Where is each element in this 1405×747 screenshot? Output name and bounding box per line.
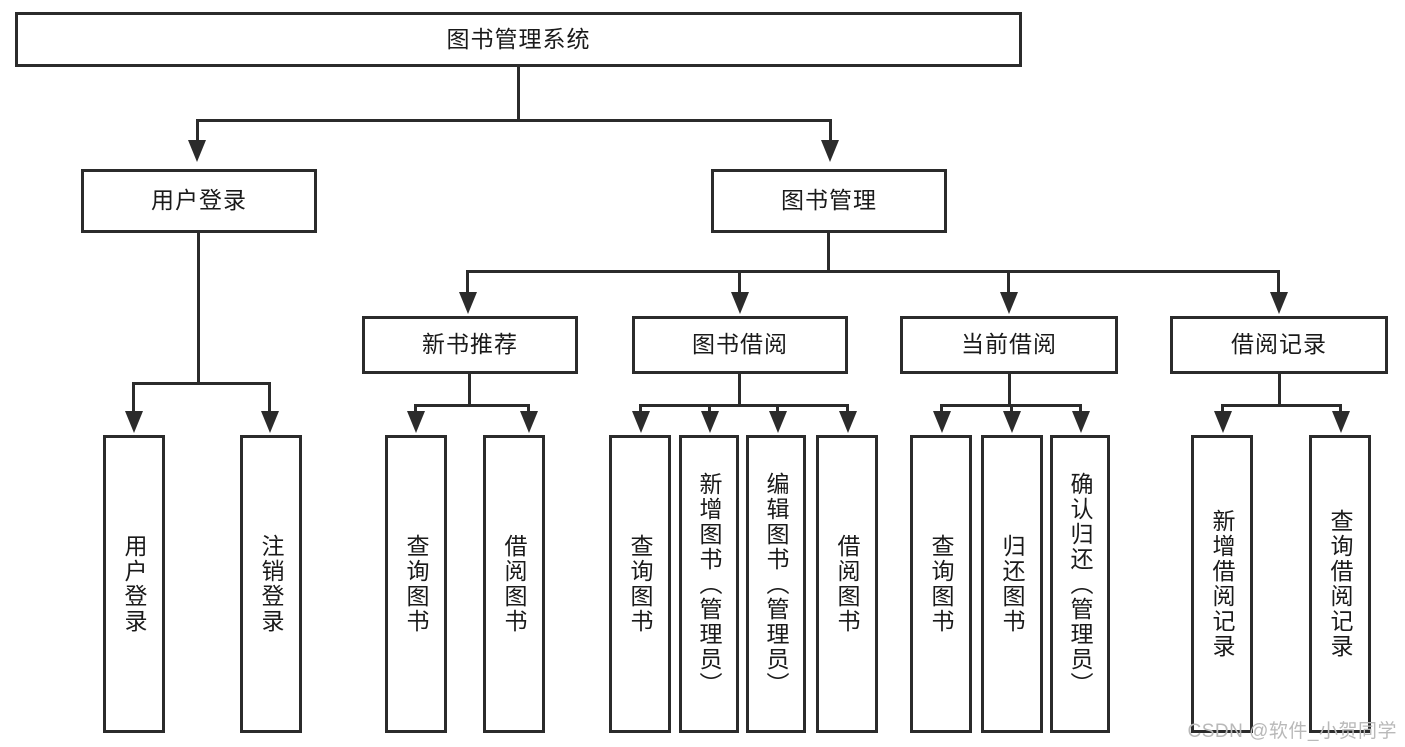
arrowhead-br-to-leaf-2 [1332,411,1350,433]
leaf-current-borrow-query-book[interactable]: 查询图书 [910,435,972,733]
arrowhead-bb-to-leaf-2 [701,411,719,433]
connector-book-management-bus [466,270,1280,273]
connector-bb-to-leaf-1 [639,404,642,414]
connector-nbr-bus [414,404,530,407]
node-root-book-management-system[interactable]: 图书管理系统 [15,12,1022,67]
connector-root-stem [517,67,520,119]
connector-bm-to-new-book-recommend [466,270,469,295]
leaf-label: 新增借阅记录 [1209,509,1236,659]
arrowhead-root-to-book-management [821,140,839,162]
connector-root-bus [196,119,832,122]
leaf-label: 注销登录 [258,534,285,634]
connector-cb-to-leaf-2 [1010,404,1013,414]
connector-nbr-to-leaf-2 [527,404,530,414]
connector-br-stem [1278,374,1281,407]
connector-nbr-stem [468,374,471,407]
arrowhead-cb-to-leaf-1 [933,411,951,433]
connector-bm-to-borrow-record [1277,270,1280,295]
leaf-label: 查询图书 [627,534,654,634]
leaf-new-book-query-book[interactable]: 查询图书 [385,435,447,733]
connector-br-to-leaf-1 [1221,404,1224,414]
arrowhead-nbr-to-leaf-1 [407,411,425,433]
connector-br-to-leaf-2 [1339,404,1342,414]
leaf-label: 借阅图书 [501,534,528,634]
connector-bb-to-leaf-3 [776,404,779,414]
connector-root-to-book-management [829,119,832,143]
connector-user-login-stem [197,233,200,385]
connector-br-bus [1221,404,1342,407]
connector-user-login-bus [132,382,271,385]
connector-bb-stem [738,374,741,407]
connector-cb-to-leaf-3 [1079,404,1082,414]
leaf-borrow-record-query-record[interactable]: 查询借阅记录 [1309,435,1371,733]
leaf-book-borrow-borrow-book[interactable]: 借阅图书 [816,435,878,733]
leaf-label: 查询图书 [403,534,430,634]
node-label: 用户登录 [151,187,247,214]
arrowhead-bm-to-new-book-recommend [459,292,477,314]
connector-bb-to-leaf-2 [708,404,711,414]
leaf-label: 借阅图书 [834,534,861,634]
arrowhead-bm-to-book-borrow [731,292,749,314]
leaf-label: 归还图书 [999,534,1026,634]
node-book-borrow[interactable]: 图书借阅 [632,316,848,374]
connector-cb-stem [1008,374,1011,407]
arrowhead-bm-to-current-borrow [1000,292,1018,314]
arrowhead-br-to-leaf-1 [1214,411,1232,433]
watermark-text: CSDN @软件_小贺同学 [1187,721,1397,742]
connector-user-login-to-leaf-1 [132,382,135,414]
arrowhead-bb-to-leaf-4 [839,411,857,433]
arrowhead-cb-to-leaf-2 [1003,411,1021,433]
leaf-label: 用户登录 [121,534,148,634]
leaf-current-borrow-confirm-return-admin[interactable]: 确认归还（管理员） [1050,435,1110,733]
leaf-label: 确认归还（管理员） [1067,471,1094,697]
node-user-login[interactable]: 用户登录 [81,169,317,233]
arrowhead-root-to-user-login [188,140,206,162]
connector-cb-to-leaf-1 [940,404,943,414]
node-book-management[interactable]: 图书管理 [711,169,947,233]
node-label: 借阅记录 [1231,331,1327,358]
leaf-book-borrow-edit-book-admin[interactable]: 编辑图书（管理员） [746,435,806,733]
leaf-label: 查询借阅记录 [1327,509,1354,659]
leaf-borrow-record-add-record[interactable]: 新增借阅记录 [1191,435,1253,733]
arrowhead-cb-to-leaf-3 [1072,411,1090,433]
arrowhead-user-login-to-leaf-2 [261,411,279,433]
arrowhead-bb-to-leaf-1 [632,411,650,433]
leaf-label: 查询图书 [928,534,955,634]
arrowhead-bb-to-leaf-3 [769,411,787,433]
node-label: 图书管理 [781,187,877,214]
connector-bb-to-leaf-4 [846,404,849,414]
connector-root-to-user-login [196,119,199,143]
connector-bm-to-book-borrow [738,270,741,295]
arrowhead-user-login-to-leaf-1 [125,411,143,433]
connector-user-login-to-leaf-2 [268,382,271,414]
node-label: 图书借阅 [692,331,788,358]
leaf-book-borrow-add-book-admin[interactable]: 新增图书（管理员） [679,435,739,733]
leaf-new-book-borrow-book[interactable]: 借阅图书 [483,435,545,733]
leaf-book-borrow-query-book[interactable]: 查询图书 [609,435,671,733]
arrowhead-bm-to-borrow-record [1270,292,1288,314]
connector-bm-to-current-borrow [1007,270,1010,295]
node-label: 新书推荐 [422,331,518,358]
node-label: 图书管理系统 [446,25,591,52]
node-label: 当前借阅 [961,331,1057,358]
leaf-user-login-login[interactable]: 用户登录 [103,435,165,733]
arrowhead-nbr-to-leaf-2 [520,411,538,433]
connector-bb-bus [639,404,849,407]
leaf-label: 编辑图书（管理员） [763,471,790,697]
connector-book-management-stem [827,233,830,273]
node-new-book-recommend[interactable]: 新书推荐 [362,316,578,374]
leaf-user-login-logout[interactable]: 注销登录 [240,435,302,733]
node-borrow-record[interactable]: 借阅记录 [1170,316,1388,374]
leaf-current-borrow-return-book[interactable]: 归还图书 [981,435,1043,733]
leaf-label: 新增图书（管理员） [696,471,723,697]
node-current-borrow[interactable]: 当前借阅 [900,316,1118,374]
connector-nbr-to-leaf-1 [414,404,417,414]
